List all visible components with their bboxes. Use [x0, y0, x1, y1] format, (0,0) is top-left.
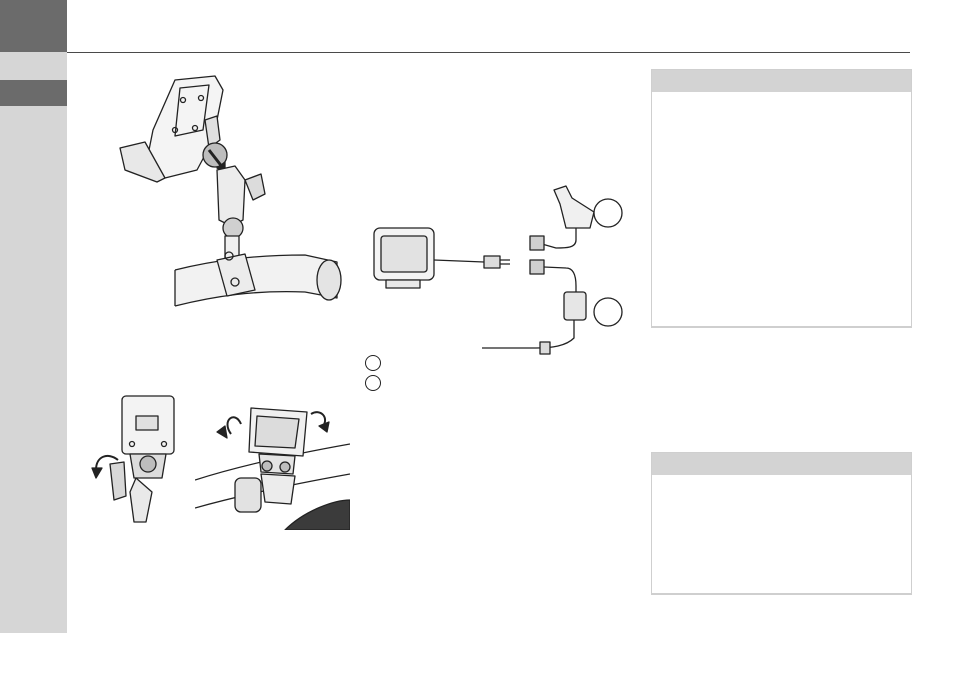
power-cable-icon [373, 185, 623, 355]
chapter-tab-top [0, 0, 67, 52]
cradle-adjust-illustration [90, 392, 190, 532]
legend-marker-1 [365, 355, 381, 371]
device-rotate-illustration [195, 404, 350, 530]
note-box-header [652, 453, 911, 475]
power-cable-illustration [366, 182, 628, 358]
cradle-mount-illustration [105, 70, 350, 322]
note-box-body [652, 92, 911, 326]
note-box [651, 69, 912, 328]
note-box-body [652, 475, 911, 593]
legend-marker-2 [365, 375, 381, 391]
header-rule [67, 52, 910, 53]
note-box [651, 452, 912, 595]
note-box-header [652, 70, 911, 92]
chapter-tab-active [0, 80, 67, 106]
device-rotate-icon [195, 404, 350, 530]
cradle-adjust-icon [91, 395, 175, 523]
cradle-mount-icon [119, 75, 342, 307]
